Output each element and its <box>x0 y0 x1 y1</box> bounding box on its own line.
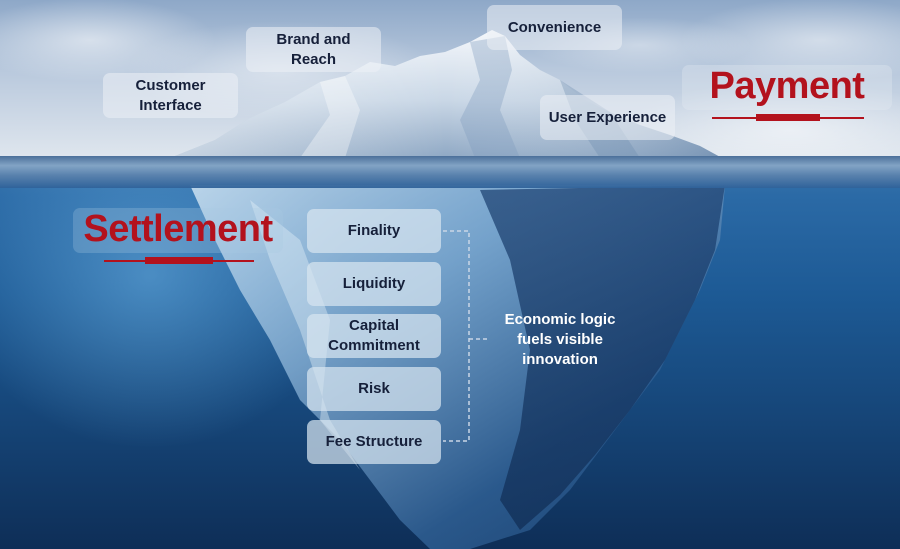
label-text: Risk <box>358 380 390 397</box>
label-liquidity: Liquidity <box>307 262 441 306</box>
label-text: User Experience <box>548 108 667 126</box>
label-text: Fee Structure <box>325 433 423 450</box>
label-fee-structure: Fee Structure <box>307 420 441 464</box>
label-text: Capital <box>348 317 399 334</box>
label-text: Liquidity <box>342 275 406 292</box>
water-surface <box>0 156 900 188</box>
underline-thick <box>756 114 820 121</box>
payment-title: Payment <box>682 65 892 110</box>
label-finality: Finality <box>307 209 441 253</box>
label-text: Brand and <box>276 30 351 48</box>
label-text: Convenience <box>507 18 602 36</box>
underline-thick <box>145 257 213 264</box>
label-capital-commitment: Capital Commitment <box>307 314 441 358</box>
settlement-underline <box>104 254 254 268</box>
annotation-line: Economic logic <box>504 311 616 328</box>
label-text: Finality <box>347 222 401 239</box>
economic-logic-annotation: Economic logic fuels visible innovation <box>490 310 630 370</box>
label-text: Reach <box>290 50 337 68</box>
label-user-experience: User Experience <box>540 95 675 140</box>
label-text: Interface <box>139 96 202 114</box>
label-customer-interface: Customer Interface <box>103 73 238 118</box>
annotation-line: fuels visible <box>517 331 603 348</box>
label-brand-and-reach: Brand and Reach <box>246 27 381 72</box>
annotation-line: innovation <box>522 351 598 368</box>
label-convenience: Convenience <box>487 5 622 50</box>
label-text: Commitment <box>328 337 420 354</box>
label-risk: Risk <box>307 367 441 411</box>
settlement-title: Settlement <box>73 208 283 253</box>
payment-underline <box>712 111 864 125</box>
label-text: Customer <box>135 76 206 94</box>
